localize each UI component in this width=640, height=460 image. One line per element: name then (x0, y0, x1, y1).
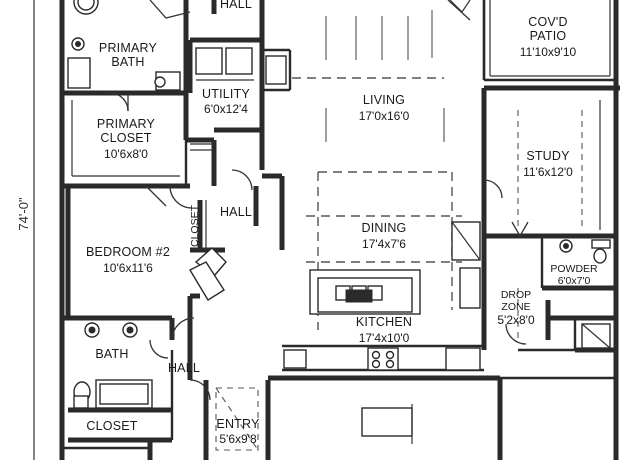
fridge (451, 221, 481, 309)
overall-dimension: 74'-0" (16, 0, 35, 460)
covd-patio-dims: 11'10x9'10 (520, 45, 577, 59)
closet-low-name: CLOSET (86, 419, 137, 433)
study-name: STUDY (526, 149, 570, 163)
primary-closet-name-2: CLOSET (100, 131, 151, 145)
powder-fixtures (559, 239, 611, 264)
utility-dims: 6'0x12'4 (204, 102, 248, 116)
dining-name: DINING (362, 221, 407, 235)
living-ceiling-beams (292, 10, 462, 330)
study-shelving (517, 100, 601, 230)
study-dims: 11'6x12'0 (523, 165, 573, 179)
bath-fixtures (73, 322, 153, 409)
entry-dashes (215, 387, 259, 451)
dining-dims: 17'4x7'6 (362, 237, 406, 251)
primary-bath-fixtures (67, 0, 191, 91)
closet-vertical-name: CLOSET (189, 204, 201, 247)
kitchen-island (309, 269, 421, 315)
kitchen-range (283, 347, 481, 371)
drop-zone-bench (517, 288, 611, 349)
covd-patio-name-2: PATIO (530, 29, 567, 43)
hall-top-name: HALL (220, 0, 252, 11)
overall-dimension-label: 74'-0" (16, 197, 31, 231)
utility-fixtures (195, 47, 254, 81)
bedroom2-dims: 10'6x11'6 (103, 261, 153, 275)
room-labels: HALL COV'D PATIO 11'10x9'10 PRIMARY BATH… (86, 0, 598, 446)
doors (109, 0, 529, 401)
drop-zone-dims: 5'2x8'0 (497, 313, 535, 327)
fireplace (265, 55, 287, 85)
entry-dims: 5'6x9'8 (219, 432, 257, 446)
drop-zone-name-2: ZONE (501, 301, 530, 313)
entry-name: ENTRY (216, 417, 260, 431)
kitchen-dims: 17'4x10'0 (359, 331, 410, 345)
bath-name: BATH (95, 347, 128, 361)
primary-bath-name-1: PRIMARY (99, 41, 158, 55)
utility-name: UTILITY (202, 87, 250, 101)
bedroom2-name: BEDROOM #2 (86, 245, 170, 259)
living-dims: 17'0x16'0 (359, 109, 410, 123)
powder-name: POWDER (550, 263, 598, 275)
primary-closet-shelving (71, 100, 212, 177)
primary-bath-name-2: BATH (111, 55, 144, 69)
covd-patio-name-1: COV'D (528, 15, 568, 29)
covd-patio-outline (449, 0, 616, 82)
living-name: LIVING (363, 93, 405, 107)
primary-closet-name-1: PRIMARY (97, 117, 156, 131)
primary-closet-dims: 10'6x8'0 (104, 147, 148, 161)
hall-low-name: HALL (168, 361, 200, 375)
garage-marks (361, 404, 413, 444)
drop-zone-name-1: DROP (501, 289, 531, 301)
kitchen-name: KITCHEN (356, 315, 412, 329)
hall-mid-name: HALL (220, 205, 252, 219)
powder-dims: 6'0x7'0 (558, 275, 591, 287)
